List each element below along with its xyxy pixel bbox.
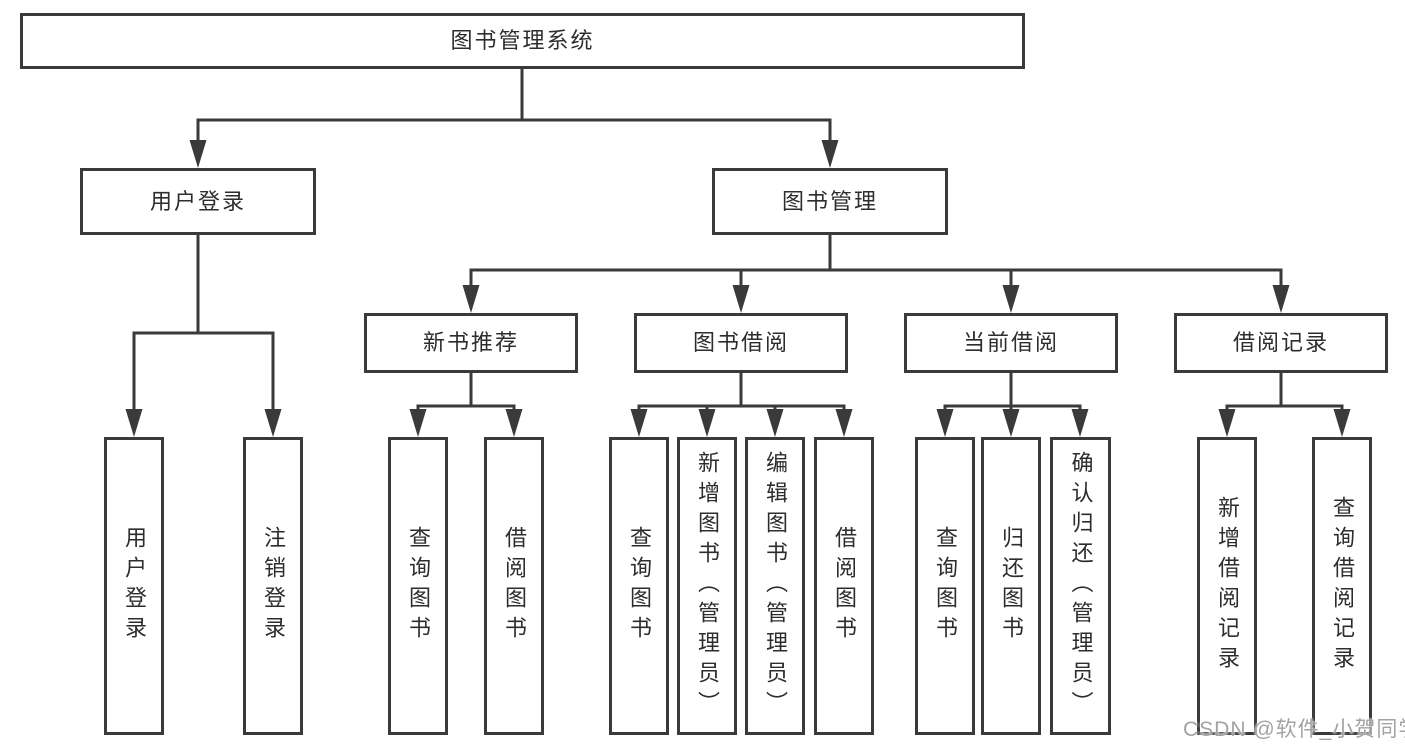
node-label-v-add-book: 新增图书（管理员） xyxy=(695,451,720,721)
node-label-v-query-record: 查询借阅记录 xyxy=(1330,496,1355,676)
node-v-query-book-1: 查询图书 xyxy=(388,437,448,735)
node-v-logout: 注销登录 xyxy=(243,437,303,735)
node-v-user-login: 用户登录 xyxy=(104,437,164,735)
node-label-v-edit-book: 编辑图书（管理员） xyxy=(763,451,788,721)
node-label-v-add-record: 新增借阅记录 xyxy=(1215,496,1240,676)
node-v-edit-book: 编辑图书（管理员） xyxy=(745,437,805,735)
node-label-current-borrow: 当前借阅 xyxy=(962,330,1059,355)
node-label-borrow-records: 借阅记录 xyxy=(1232,330,1329,355)
node-label-book-borrow: 图书借阅 xyxy=(692,330,789,355)
node-v-borrow-book-1: 借阅图书 xyxy=(484,437,544,735)
node-v-borrow-book-2: 借阅图书 xyxy=(814,437,874,735)
node-v-add-book: 新增图书（管理员） xyxy=(677,437,737,735)
node-label-v-query-book-1: 查询图书 xyxy=(406,526,431,646)
node-user-login: 用户登录 xyxy=(80,168,316,235)
node-label-root: 图书管理系统 xyxy=(450,28,595,53)
node-label-v-borrow-book-2: 借阅图书 xyxy=(832,526,857,646)
node-label-book-mgmt: 图书管理 xyxy=(781,188,878,214)
node-label-user-login: 用户登录 xyxy=(149,188,246,214)
node-v-query-book-2: 查询图书 xyxy=(609,437,669,735)
node-v-confirm-return: 确认归还（管理员） xyxy=(1050,437,1111,735)
node-label-new-book-rec: 新书推荐 xyxy=(422,330,519,355)
node-label-v-query-book-3: 查询图书 xyxy=(933,526,958,646)
node-label-v-query-book-2: 查询图书 xyxy=(627,526,652,646)
node-label-v-borrow-book-1: 借阅图书 xyxy=(502,526,527,646)
node-book-mgmt: 图书管理 xyxy=(712,168,948,235)
node-v-return-book: 归还图书 xyxy=(981,437,1041,735)
node-root: 图书管理系统 xyxy=(20,13,1025,69)
node-label-v-confirm-return: 确认归还（管理员） xyxy=(1068,451,1094,721)
node-label-v-user-login: 用户登录 xyxy=(122,526,147,646)
node-book-borrow: 图书借阅 xyxy=(634,313,848,373)
node-label-v-return-book: 归还图书 xyxy=(999,526,1024,646)
node-v-query-record: 查询借阅记录 xyxy=(1312,437,1372,735)
node-current-borrow: 当前借阅 xyxy=(904,313,1118,373)
node-v-query-book-3: 查询图书 xyxy=(915,437,975,735)
node-v-add-record: 新增借阅记录 xyxy=(1197,437,1257,735)
node-borrow-records: 借阅记录 xyxy=(1174,313,1388,373)
node-label-v-logout: 注销登录 xyxy=(261,526,286,646)
node-new-book-rec: 新书推荐 xyxy=(364,313,578,373)
watermark: CSDN @软件_小贺同学 xyxy=(1183,718,1405,741)
